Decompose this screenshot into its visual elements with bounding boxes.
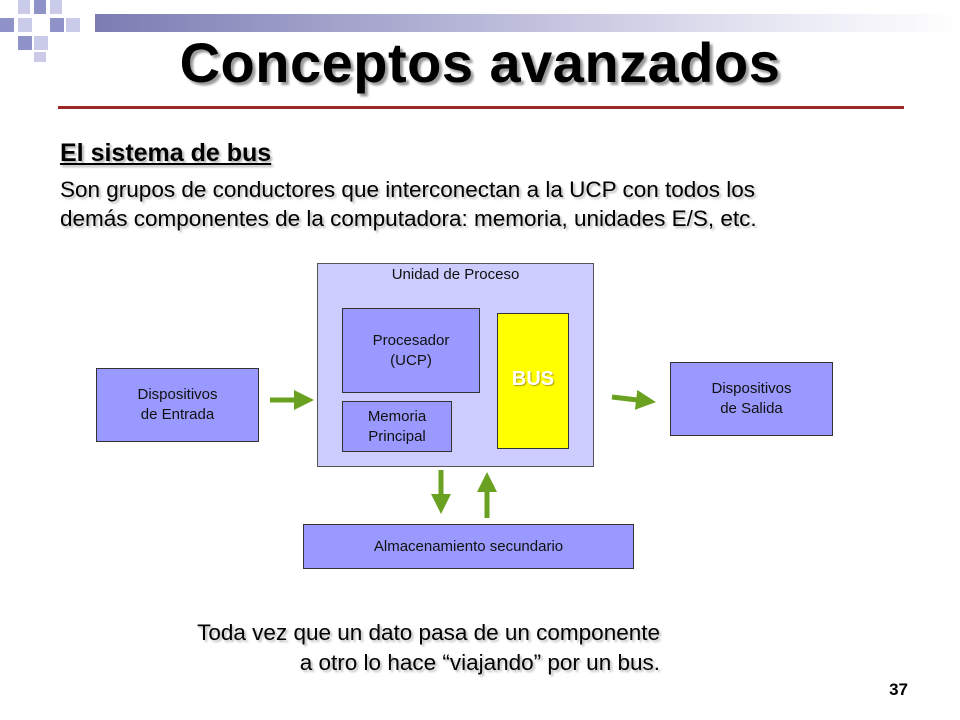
decor-square — [34, 52, 46, 62]
title-divider — [58, 106, 904, 109]
arrow-unit-to-output — [611, 389, 656, 410]
secondary-storage-label: Almacenamiento secundario — [373, 537, 564, 555]
output-devices-box: Dispositivos de Salida — [670, 362, 833, 436]
decor-square — [34, 0, 46, 14]
footer-line: a otro lo hace “viajando” por un bus. — [299, 650, 660, 675]
section-heading: El sistema de bus — [60, 139, 272, 167]
bus-label: BUS — [511, 368, 555, 390]
input-devices-label: Dispositivos — [137, 386, 218, 403]
page-number: 37 — [889, 680, 908, 699]
decor-square — [50, 18, 64, 32]
slide-title: Conceptos avanzados — [179, 31, 781, 94]
input-devices-box: Dispositivos de Entrada — [96, 368, 259, 442]
processor-label: (UCP) — [390, 351, 432, 369]
decor-square — [66, 18, 80, 32]
processing-unit-label: Unidad de Proceso — [391, 266, 520, 283]
processor-label: Procesador — [372, 331, 450, 349]
decor-square — [18, 0, 30, 14]
memory-label: Principal — [368, 427, 426, 445]
decor-square — [50, 0, 62, 14]
memory-label: Memoria — [367, 407, 427, 425]
memory-box: Memoria Principal — [342, 401, 452, 452]
header-band — [95, 14, 960, 32]
intro-line: demás componentes de la computadora: mem… — [60, 206, 757, 231]
footer-note: Toda vez que un dato pasa de un componen… — [60, 618, 660, 678]
decor-square — [0, 18, 14, 32]
footer-line: Toda vez que un dato pasa de un componen… — [197, 620, 660, 645]
processor-box: Procesador (UCP) — [342, 308, 480, 393]
decor-square — [18, 36, 32, 50]
output-devices-label: de Salida — [720, 400, 783, 417]
decor-square — [34, 36, 48, 50]
secondary-storage-box: Almacenamiento secundario — [303, 524, 634, 569]
input-devices-label: de Entrada — [140, 406, 215, 423]
bus-box — [497, 313, 569, 449]
output-devices-label: Dispositivos — [711, 380, 792, 397]
intro-line: Son grupos de conductores que interconec… — [60, 177, 756, 202]
intro-paragraph: Son grupos de conductores que interconec… — [60, 175, 920, 233]
decor-square — [18, 18, 32, 32]
